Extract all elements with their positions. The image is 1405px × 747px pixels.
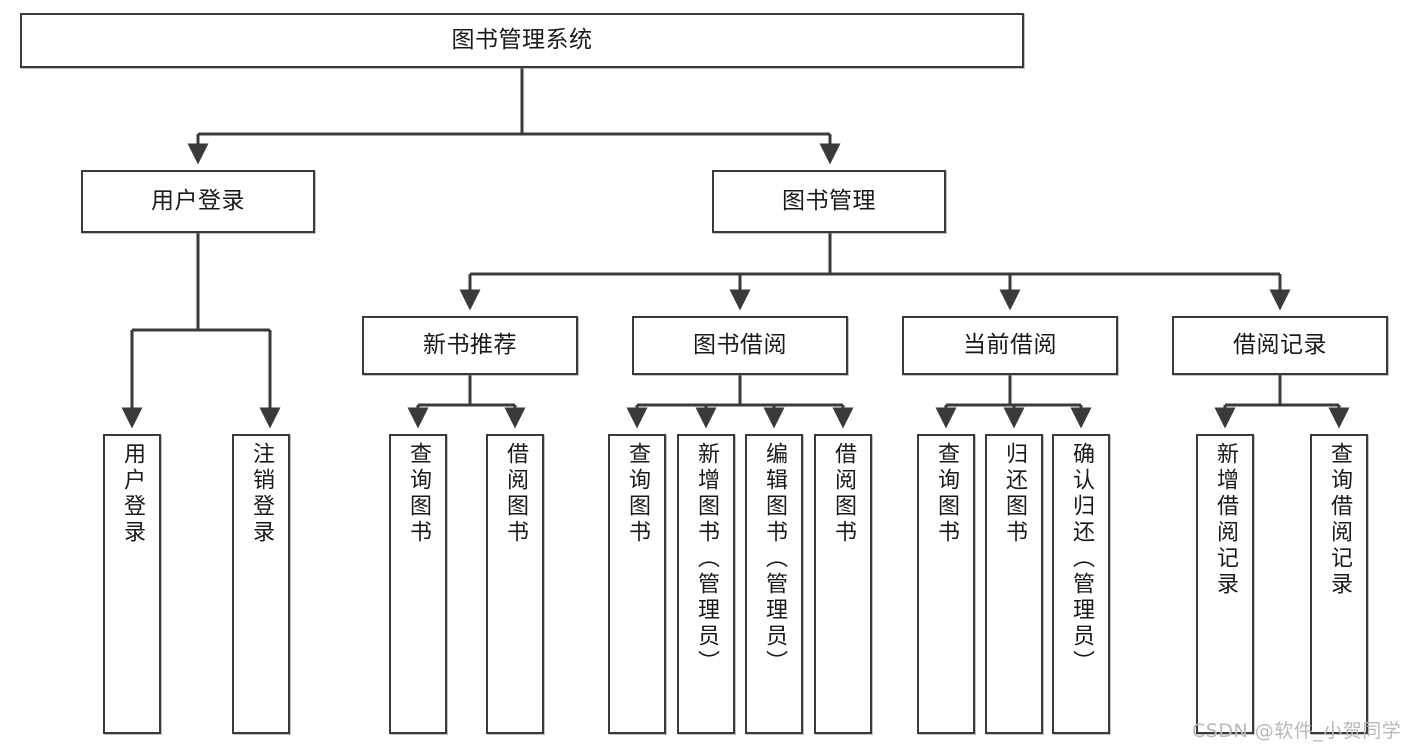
node-label: 新增图书（管理员） bbox=[694, 442, 719, 676]
node-label: 查询借阅记录 bbox=[1327, 442, 1352, 598]
node-leaf-query-book-1[interactable]: 查询图书 bbox=[389, 434, 447, 734]
node-label: 新书推荐 bbox=[423, 331, 517, 358]
node-leaf-borrow-book-1[interactable]: 借阅图书 bbox=[486, 434, 544, 734]
node-label: 注销登录 bbox=[249, 442, 274, 546]
node-leaf-query-book-2[interactable]: 查询图书 bbox=[608, 434, 666, 734]
node-label: 用户登录 bbox=[151, 187, 245, 214]
node-label: 借阅记录 bbox=[1233, 331, 1327, 358]
node-label: 确认归还（管理员） bbox=[1069, 442, 1094, 676]
node-label: 查询图书 bbox=[406, 442, 431, 546]
node-new-book-recommend[interactable]: 新书推荐 bbox=[362, 316, 578, 375]
node-root-system[interactable]: 图书管理系统 bbox=[20, 13, 1024, 68]
node-leaf-logout[interactable]: 注销登录 bbox=[232, 434, 290, 734]
node-leaf-return-book[interactable]: 归还图书 bbox=[985, 434, 1043, 734]
node-user-login[interactable]: 用户登录 bbox=[81, 170, 315, 233]
node-borrow-record[interactable]: 借阅记录 bbox=[1172, 316, 1388, 375]
node-label: 借阅图书 bbox=[503, 442, 528, 546]
node-leaf-user-login[interactable]: 用户登录 bbox=[103, 434, 161, 734]
node-book-borrow[interactable]: 图书借阅 bbox=[632, 316, 848, 375]
node-leaf-add-book[interactable]: 新增图书（管理员） bbox=[677, 434, 735, 734]
node-label: 查询图书 bbox=[625, 442, 650, 546]
node-leaf-borrow-book-2[interactable]: 借阅图书 bbox=[814, 434, 872, 734]
node-label: 编辑图书（管理员） bbox=[762, 442, 787, 676]
node-leaf-edit-book[interactable]: 编辑图书（管理员） bbox=[745, 434, 803, 734]
node-leaf-query-book-3[interactable]: 查询图书 bbox=[917, 434, 975, 734]
node-label: 用户登录 bbox=[120, 442, 145, 546]
node-label: 图书管理系统 bbox=[451, 26, 593, 53]
node-leaf-add-record[interactable]: 新增借阅记录 bbox=[1196, 434, 1254, 734]
node-label: 图书借阅 bbox=[693, 331, 787, 358]
node-label: 当前借阅 bbox=[963, 331, 1057, 358]
node-label: 查询图书 bbox=[934, 442, 959, 546]
node-label: 借阅图书 bbox=[831, 442, 856, 546]
node-label: 归还图书 bbox=[1002, 442, 1027, 546]
node-leaf-query-record[interactable]: 查询借阅记录 bbox=[1310, 434, 1368, 734]
node-book-manage[interactable]: 图书管理 bbox=[712, 170, 946, 233]
node-current-borrow[interactable]: 当前借阅 bbox=[902, 316, 1118, 375]
node-leaf-confirm-return[interactable]: 确认归还（管理员） bbox=[1052, 434, 1110, 734]
node-label: 新增借阅记录 bbox=[1213, 442, 1238, 598]
csdn-watermark: CSDN @软件_小贺同学 bbox=[1192, 720, 1402, 742]
node-label: 图书管理 bbox=[782, 187, 876, 214]
